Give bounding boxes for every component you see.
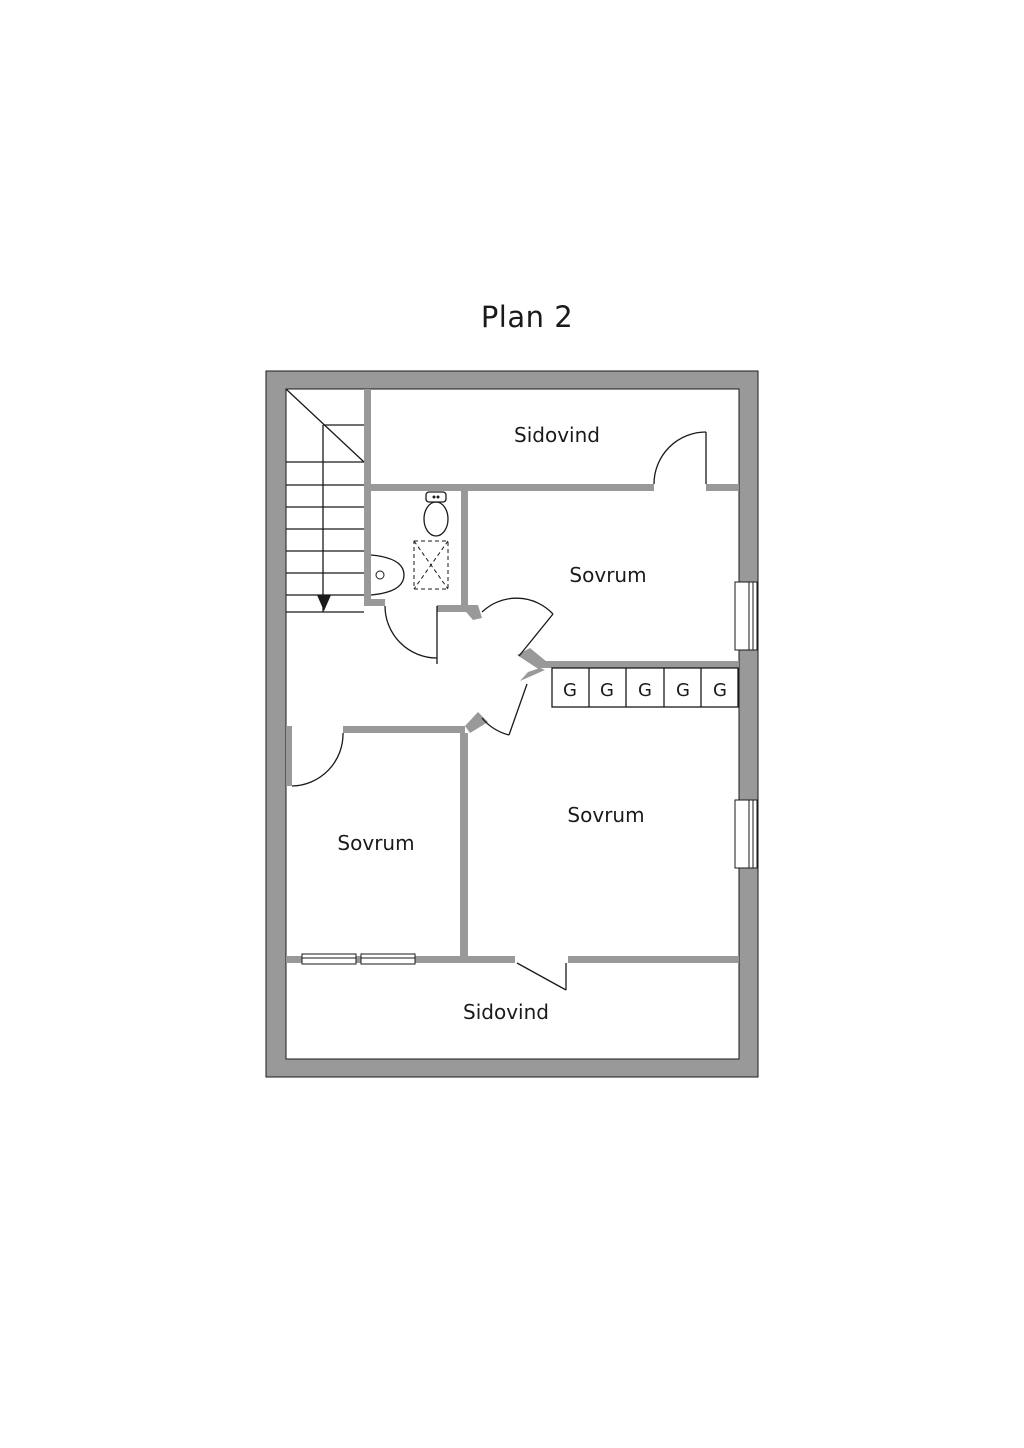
room-label-sovrum-lower: Sovrum <box>567 803 644 827</box>
staircase <box>285 388 365 613</box>
closet-label: G <box>713 680 727 701</box>
closet-label: G <box>563 680 577 701</box>
outer-walls <box>265 370 759 1078</box>
room-label-sovrum-upper: Sovrum <box>569 563 646 587</box>
doors <box>291 431 707 991</box>
room-label-sovrum-left: Sovrum <box>337 831 414 855</box>
closet-row: G G G G G <box>551 667 739 708</box>
interior-walls <box>286 389 739 963</box>
room-label-sidovind-top: Sidovind <box>514 423 600 447</box>
closet-label: G <box>600 680 614 701</box>
closet-label: G <box>676 680 690 701</box>
plan-title: Plan 2 <box>480 300 574 334</box>
wc-fixtures <box>370 491 449 596</box>
closet-label: G <box>638 680 652 701</box>
room-label-sidovind-bottom: Sidovind <box>463 1000 549 1024</box>
stair-arrow-icon <box>317 595 331 611</box>
windows <box>301 581 758 965</box>
